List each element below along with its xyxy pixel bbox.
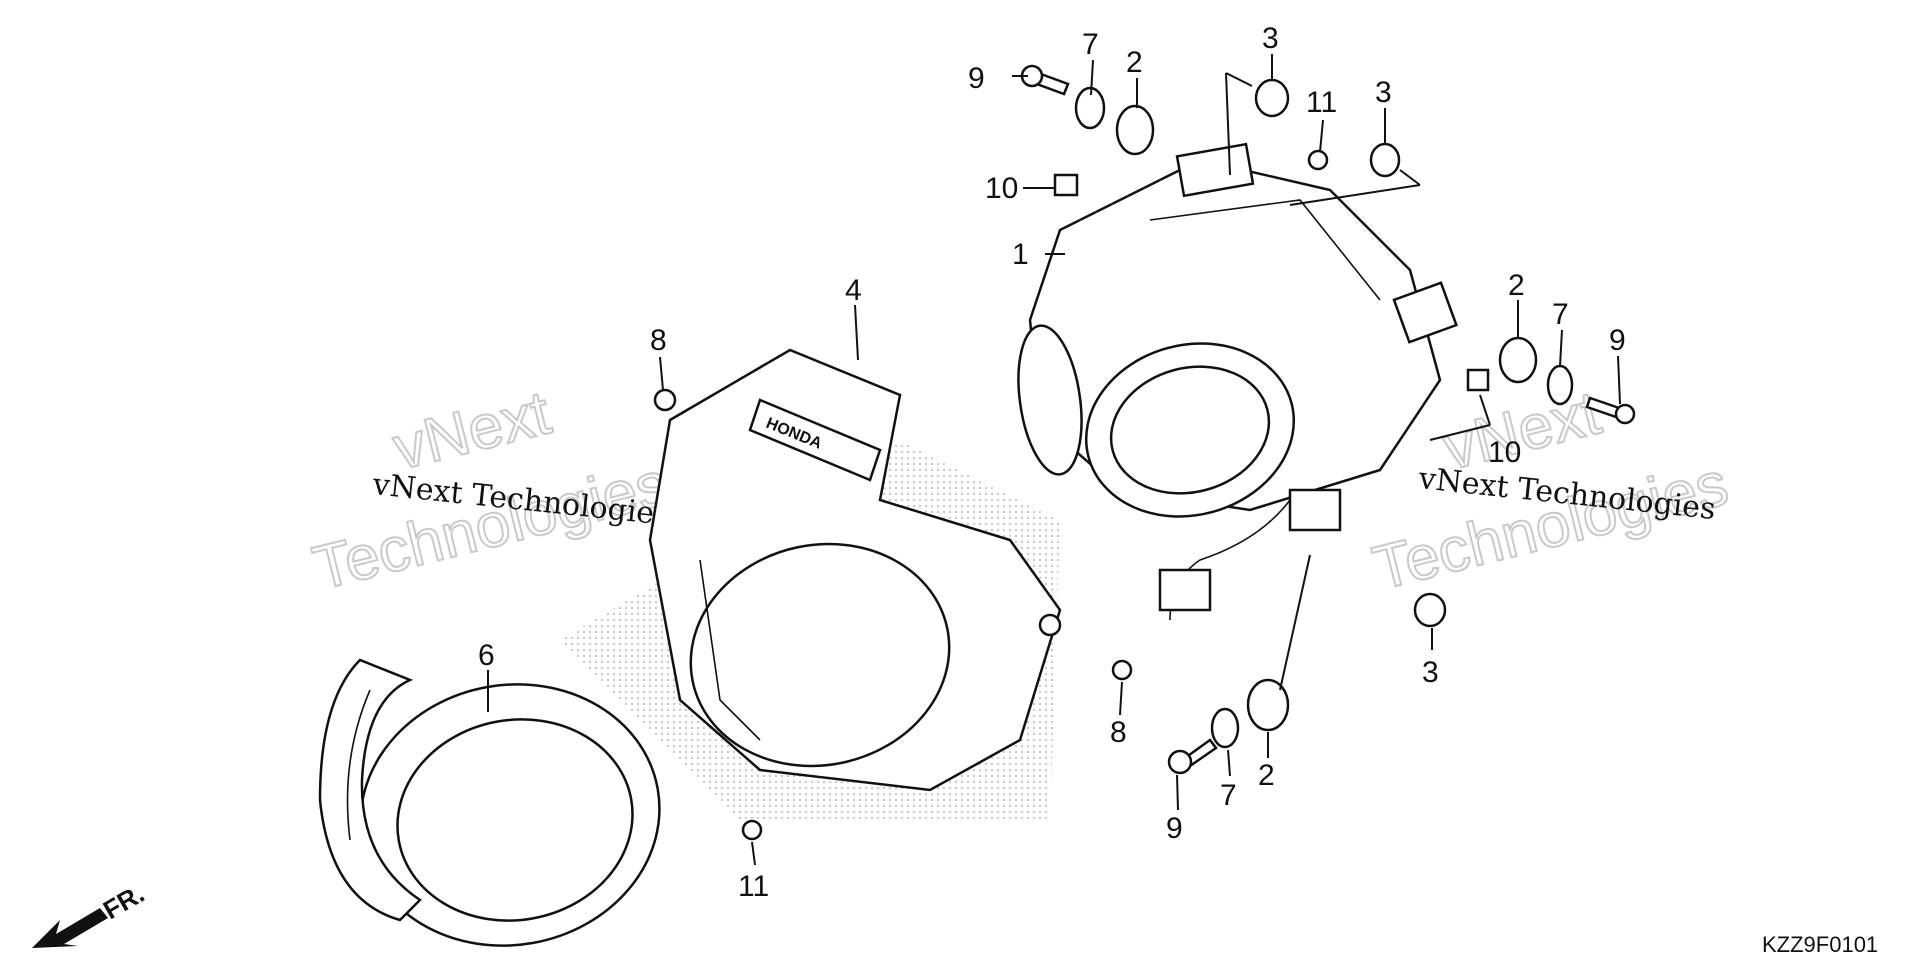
- callout-11-top: 11: [1306, 86, 1337, 119]
- callout-8-bottom: 8: [1110, 716, 1127, 749]
- front-arrow-icon: [32, 908, 108, 948]
- callout-2-bottom: 2: [1258, 759, 1275, 792]
- callout-4: 4: [845, 274, 862, 307]
- front-direction-indicator: FR.: [32, 878, 149, 948]
- callout-7-right: 7: [1552, 298, 1569, 331]
- callout-6: 6: [478, 639, 495, 672]
- callout-2-right: 2: [1508, 269, 1525, 302]
- callout-10-top: 10: [985, 172, 1018, 205]
- part-code: KZZ9F0101: [1762, 932, 1878, 957]
- callout-7-bottom: 7: [1220, 779, 1237, 812]
- callout-3-top: 3: [1262, 22, 1279, 55]
- callout-8-left: 8: [650, 324, 667, 357]
- callout-7-top: 7: [1082, 28, 1099, 61]
- callout-9-right: 9: [1609, 324, 1626, 357]
- callout-10-right: 10: [1488, 436, 1521, 469]
- part-4-headlight-case: HONDA: [648, 348, 1062, 792]
- callout-3-right-top: 3: [1375, 76, 1392, 109]
- callout-1: 1: [1012, 238, 1029, 271]
- part-1-headlight-unit: [1017, 142, 1458, 621]
- callout-9-bottom: 9: [1166, 812, 1183, 845]
- leader-lines: [487, 54, 1621, 866]
- hardware-parts: [653, 64, 1636, 841]
- callout-9-top: 9: [968, 62, 985, 95]
- callout-2-top: 2: [1126, 46, 1143, 79]
- callout-3-bottom: 3: [1422, 656, 1439, 689]
- callout-labels: 9 7 2 3 11 3 10 1 4 8 6 2 7 9 10 3 8 2 7…: [478, 22, 1626, 903]
- callout-11-bottom: 11: [738, 870, 769, 903]
- part-6-headlight-rim: [318, 658, 661, 947]
- watermark-big-top-left: vNext: [387, 378, 557, 483]
